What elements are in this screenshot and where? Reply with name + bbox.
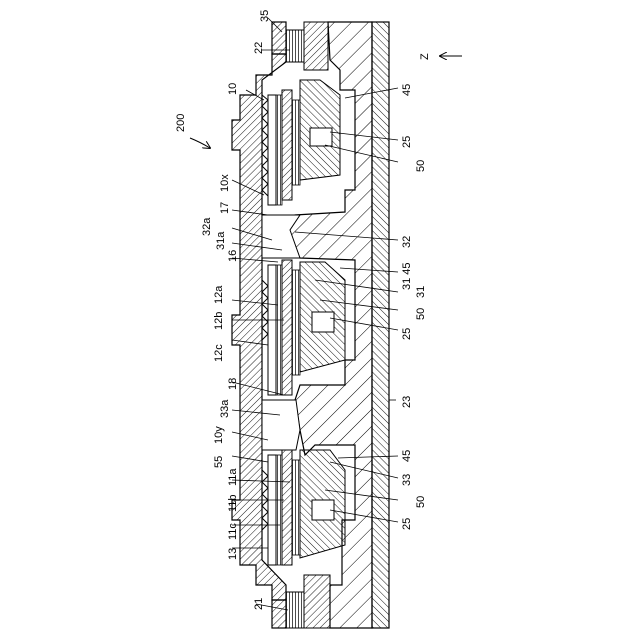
- label-10x: 10x: [219, 174, 231, 192]
- label-35: 35: [259, 10, 271, 22]
- terminal-21: [286, 592, 304, 628]
- sawtooth-layer: [262, 95, 268, 530]
- label-22: 22: [253, 42, 265, 54]
- label-12b: 12b: [213, 312, 225, 330]
- label-11b: 11b: [227, 494, 239, 512]
- device-lower: [268, 450, 345, 565]
- labels-right: 45 25 50 32 31 45 31 50 25 23 45 33 50 2…: [401, 84, 427, 530]
- label-45-upper: 45: [401, 84, 413, 96]
- terminal-block-top: [304, 22, 328, 70]
- label-50-upper: 50: [415, 160, 427, 172]
- label-32: 32: [401, 236, 413, 248]
- label-17: 17: [219, 202, 231, 214]
- terminal-block-bottom: [304, 575, 330, 628]
- device-middle: [268, 260, 345, 395]
- label-55: 55: [213, 456, 225, 468]
- figure-label-200: 200: [175, 114, 187, 132]
- label-31-45: 31 45: [401, 262, 413, 290]
- label-32a: 32a: [201, 217, 213, 236]
- label-13: 13: [227, 548, 239, 560]
- label-25-upper: 25: [401, 136, 413, 148]
- label-50-lower: 50: [415, 496, 427, 508]
- label-10y: 10y: [213, 426, 225, 444]
- label-25-lower: 25: [401, 518, 413, 530]
- label-12c: 12c: [213, 344, 225, 362]
- label-10: 10: [227, 83, 239, 95]
- label-21: 21: [253, 598, 265, 610]
- label-16: 16: [227, 250, 239, 262]
- substrate-23: [372, 22, 389, 628]
- label-11a: 11a: [227, 468, 239, 486]
- label-50-middle: 50: [415, 308, 427, 320]
- label-25-middle: 25: [401, 328, 413, 340]
- label-45-lower: 45: [401, 450, 413, 462]
- label-18: 18: [227, 378, 239, 390]
- opening-18: [262, 400, 300, 450]
- z-axis-label: Z: [419, 53, 431, 60]
- label-33a: 33a: [219, 399, 231, 418]
- label-11c: 11c: [227, 523, 239, 540]
- label-31: 31: [415, 286, 427, 298]
- terminal-22: [286, 30, 304, 62]
- label-23: 23: [401, 396, 413, 408]
- terminal-21-outer: [272, 600, 286, 628]
- label-33: 33: [401, 474, 413, 486]
- label-31a: 31a: [215, 231, 227, 250]
- label-200-leader: [190, 138, 210, 148]
- terminal-35: [272, 22, 286, 54]
- device-upper: [268, 80, 340, 205]
- label-12a: 12a: [213, 285, 225, 304]
